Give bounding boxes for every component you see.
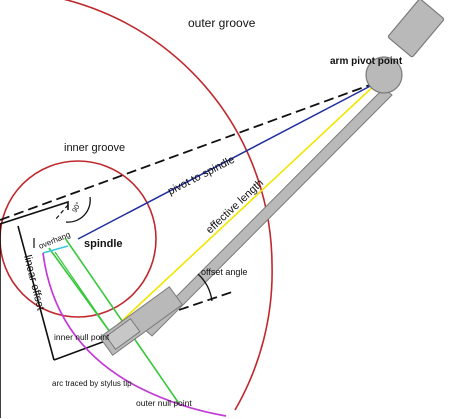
outer-null-point-label: outer null point [136, 398, 192, 408]
dashed-lower-left-line [54, 204, 69, 221]
overhang-label: overhang [37, 230, 71, 251]
cyan-short-line [42, 245, 69, 254]
pivot-to-spindle-line [77, 81, 379, 240]
inner-groove-circle [0, 160, 157, 318]
stylus-arc-path [42, 252, 227, 417]
right-angle-marker [65, 196, 91, 223]
offset-angle-label: offset angle [201, 267, 247, 277]
arc-traced-label: arc traced by stylus tip [52, 379, 132, 388]
tonearm-pivot-icon [365, 0, 445, 94]
inner-groove-label: inner groove [64, 142, 125, 154]
inner-null-bracket [53, 339, 109, 361]
effective-length-line [109, 81, 379, 333]
right-angle-label: 90° [71, 201, 83, 214]
green-line-cross [54, 251, 111, 333]
pivot-to-spindle-label: pivot to spindle [166, 154, 237, 198]
offset-angle-arc [197, 273, 213, 302]
arm-pivot-point-label: arm pivot point [330, 56, 403, 67]
linear-offset-line [17, 225, 55, 361]
linear-offset-bracket [0, 200, 69, 225]
headshell-icon [99, 286, 183, 356]
outer-groove-label: outer groove [188, 16, 256, 30]
inner-null-point-label: inner null point [54, 332, 110, 342]
dashed-top-line [0, 81, 379, 221]
tonearm-tube [143, 87, 393, 337]
linear-offset-label: linear offset [21, 254, 46, 312]
spindle-label: spindle [84, 238, 123, 250]
